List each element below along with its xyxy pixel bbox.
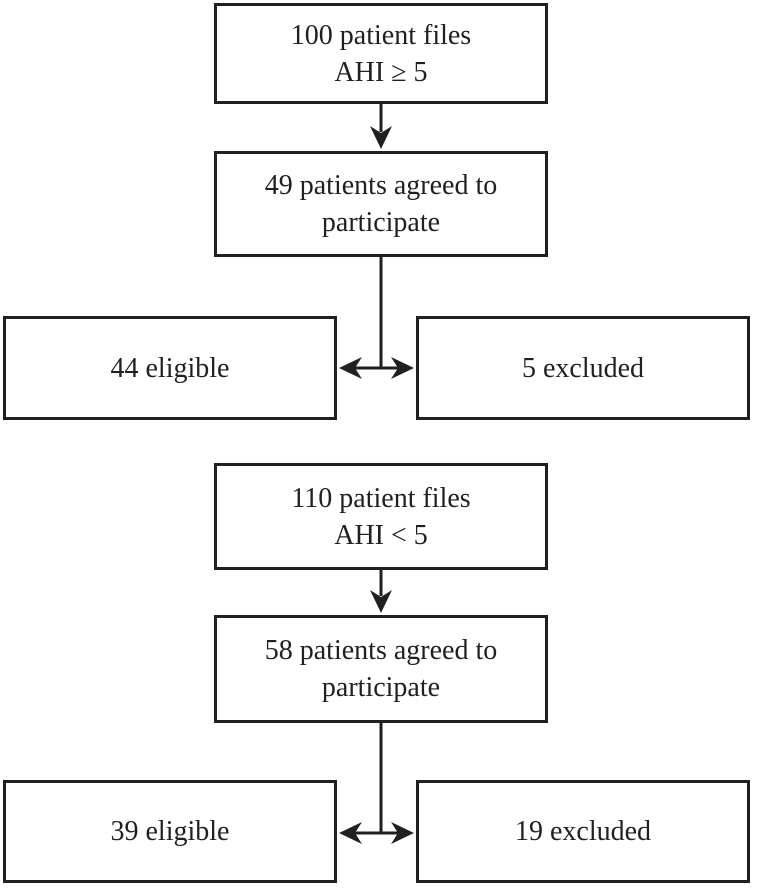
box-eligible-ahi-ge-5: 44 eligible <box>3 316 337 420</box>
box-eligible-ahi-lt-5: 39 eligible <box>3 780 337 883</box>
box-patient-files-ahi-lt-5: 110 patient files AHI < 5 <box>214 463 548 570</box>
split-double-arrow-icon <box>339 257 414 379</box>
box-agreed-ahi-ge-5: 49 patients agreed to participate <box>214 151 548 257</box>
box-excluded-ahi-ge-5: 5 excluded <box>416 316 750 420</box>
down-arrow-icon <box>370 570 392 613</box>
box-patient-files-ahi-ge-5: 100 patient files AHI ≥ 5 <box>214 3 548 104</box>
split-double-arrow-icon <box>339 723 414 844</box>
box-excluded-ahi-lt-5: 19 excluded <box>416 780 750 883</box>
down-arrow-icon <box>370 104 392 149</box>
box-agreed-ahi-lt-5: 58 patients agreed to participate <box>214 615 548 723</box>
